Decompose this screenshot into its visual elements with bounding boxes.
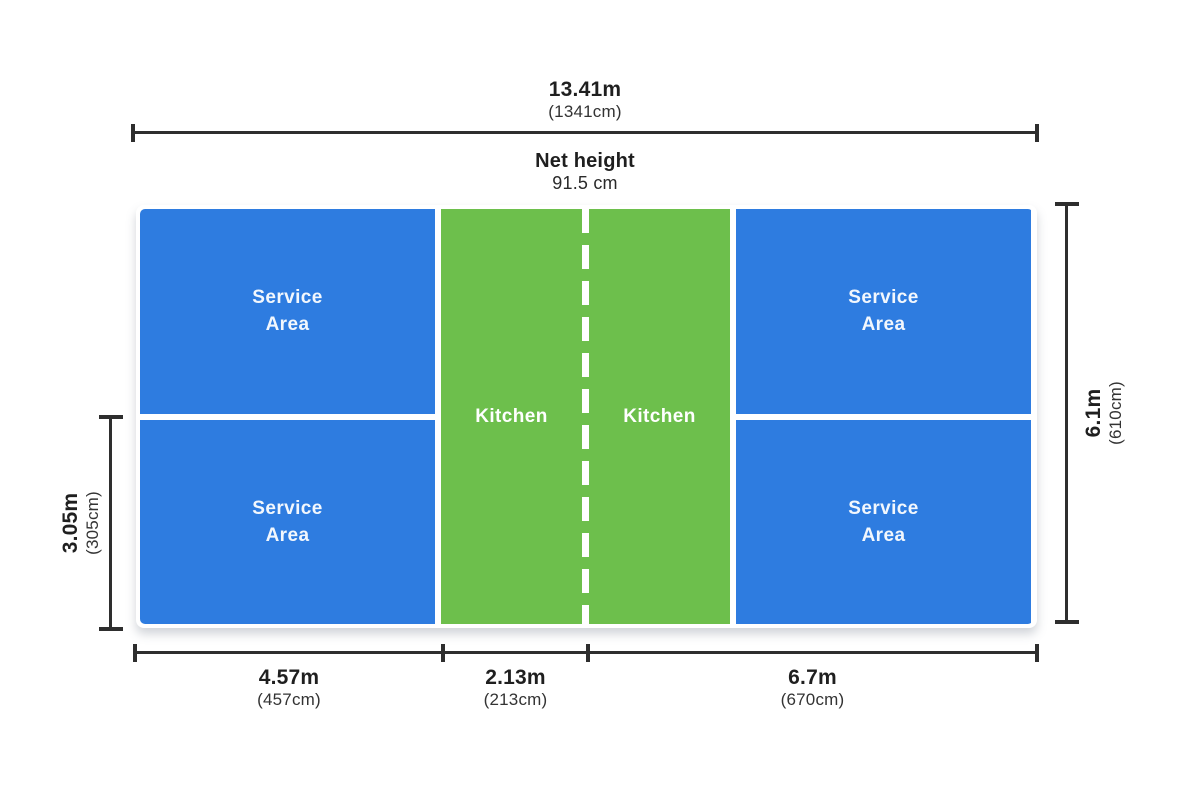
net-dashed-line <box>582 209 589 624</box>
service-area-top-left: Service Area <box>140 209 435 414</box>
half-height-cm: (305cm) <box>83 491 103 555</box>
service-area-label: Service Area <box>848 284 918 338</box>
total-height-cm: (610cm) <box>1106 381 1126 445</box>
service-column-right: Service Area Service Area <box>736 209 1031 624</box>
bottom-dim-half-court: 6.7m (670cm) <box>588 666 1037 710</box>
bottom-cap-kitchen-line <box>441 644 445 662</box>
service-label-line1: Service <box>252 287 323 309</box>
bottom-cap-baseline-left <box>133 644 137 662</box>
kitchen-right: Kitchen <box>589 209 730 624</box>
total-width-value: 13.41m <box>548 78 622 101</box>
net-height-label: Net height <box>535 150 635 172</box>
service-label-line2: Area <box>861 524 906 546</box>
bottom-dim-cm: (670cm) <box>780 690 845 710</box>
bottom-dim-cm: (213cm) <box>483 690 548 710</box>
right-dimension-bottom-cap <box>1055 620 1079 624</box>
bottom-dim-kitchen: 2.13m (213cm) <box>443 666 588 710</box>
kitchen-line-left <box>435 209 441 624</box>
bottom-dim-value: 6.7m <box>788 666 837 689</box>
right-dimension-line <box>1065 204 1068 622</box>
service-area-bottom-left: Service Area <box>140 419 435 624</box>
service-label-line1: Service <box>252 497 323 519</box>
service-area-label: Service Area <box>848 495 918 549</box>
bottom-dim-cm: (457cm) <box>257 690 321 710</box>
bottom-cap-baseline-right <box>1035 644 1039 662</box>
left-dimension-top-cap <box>99 415 123 419</box>
bottom-dim-value: 2.13m <box>485 666 546 689</box>
centerline-right <box>736 413 1031 420</box>
kitchen-label: Kitchen <box>623 406 696 427</box>
service-label-line1: Service <box>848 287 919 309</box>
service-label-line2: Area <box>265 524 310 546</box>
service-label-line1: Service <box>848 497 919 519</box>
bottom-dim-service-left: 4.57m (457cm) <box>135 666 443 710</box>
net-height-value: 91.5 cm <box>552 173 618 193</box>
service-label-line2: Area <box>265 314 310 336</box>
net-height-label-group: Net height 91.5 cm <box>133 150 1037 194</box>
bottom-cap-net <box>586 644 590 662</box>
kitchen-label: Kitchen <box>475 406 548 427</box>
service-area-label: Service Area <box>252 495 322 549</box>
total-height-label: 6.1m (610cm) <box>1082 381 1126 445</box>
half-height-value: 3.05m <box>59 492 83 554</box>
total-width-label: 13.41m (1341cm) <box>133 78 1037 122</box>
left-dimension-bottom-cap <box>99 627 123 631</box>
court-card: Service Area Service Area Kitchen <box>136 205 1037 628</box>
total-width-cm: (1341cm) <box>548 102 622 122</box>
kitchen-line-right <box>730 209 736 624</box>
half-height-label: 3.05m (305cm) <box>59 491 103 555</box>
service-area-top-right: Service Area <box>736 209 1031 414</box>
service-area-label: Service Area <box>252 284 322 338</box>
bottom-dim-value: 4.57m <box>258 666 320 689</box>
top-dimension-left-cap <box>131 124 135 142</box>
top-dimension-right-cap <box>1035 124 1039 142</box>
centerline-left <box>140 413 435 420</box>
court: Service Area Service Area Kitchen <box>140 209 1033 624</box>
service-column-left: Service Area Service Area <box>140 209 435 624</box>
service-label-line2: Area <box>861 314 906 336</box>
service-area-bottom-right: Service Area <box>736 419 1031 624</box>
total-height-value: 6.1m <box>1082 388 1106 438</box>
top-dimension-line <box>133 131 1037 134</box>
left-dimension-line <box>109 417 112 629</box>
right-dimension-top-cap <box>1055 202 1079 206</box>
kitchen-left: Kitchen <box>441 209 582 624</box>
